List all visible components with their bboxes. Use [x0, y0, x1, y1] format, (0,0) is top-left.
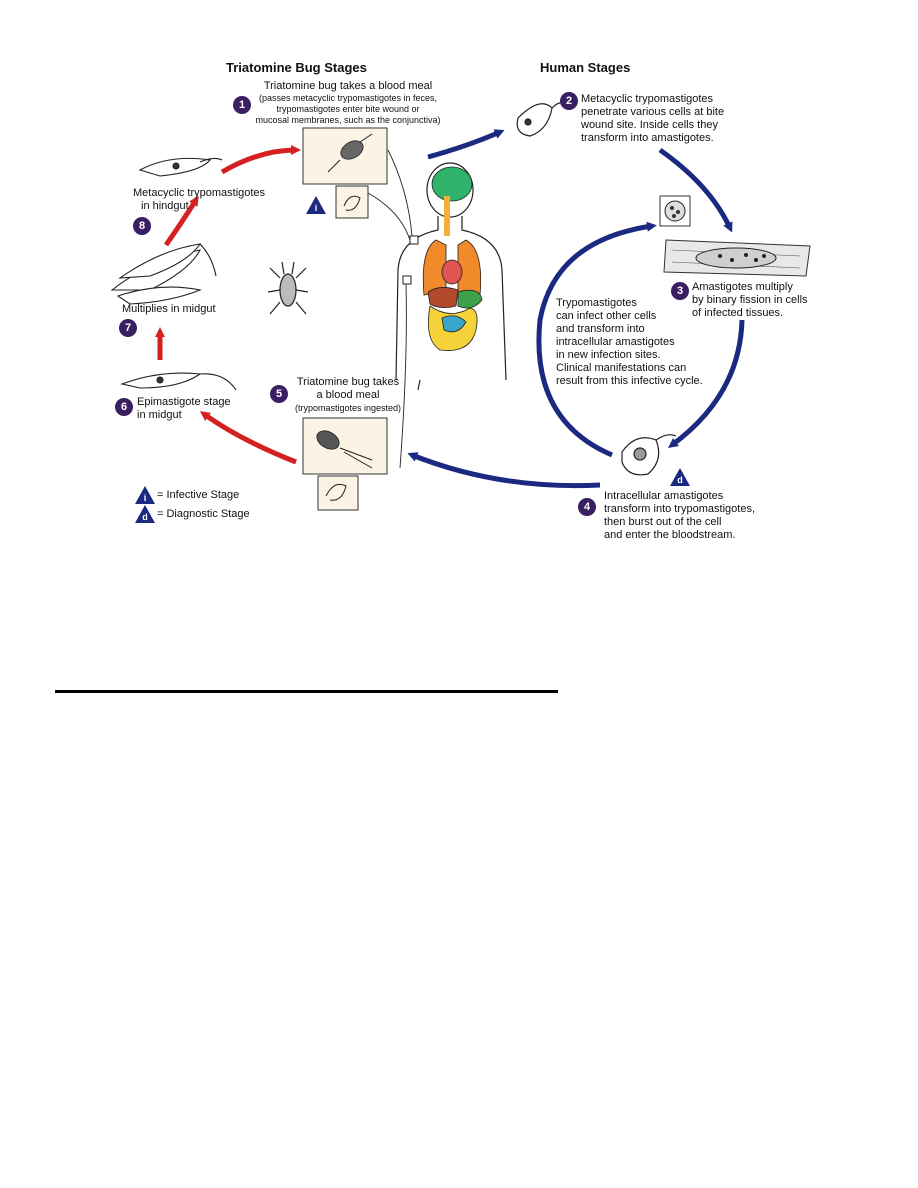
step-2-line-4: transform into amastigotes. [581, 132, 714, 144]
step-badge-2: 2 [560, 92, 578, 110]
marker-letter-i: i [315, 203, 318, 213]
bite-panel-1 [302, 127, 388, 219]
reinfection-note-line-1: Trypomastigotes [556, 297, 637, 309]
step-4-line-3: then burst out of the cell [604, 516, 722, 528]
legend-letter-i: i [144, 493, 147, 503]
step-badge-8: 8 [133, 217, 151, 235]
reinfection-note-line-4: intracellular amastigotes [556, 336, 675, 348]
diagram-artwork: i d [110, 102, 811, 511]
step-5-line-1: Triatomine bug takes [296, 376, 400, 388]
connector-lines [365, 149, 413, 469]
horizontal-rule [55, 690, 558, 693]
legend-diagnostic-text: = Diagnostic Stage [157, 508, 250, 520]
step-6-line-1: Epimastigote stage [137, 396, 231, 408]
multiplying-parasites-midgut [110, 243, 217, 305]
arrow-8-to-1 [220, 145, 301, 175]
step-4-line-1: Intracellular amastigotes [604, 490, 724, 502]
arrow-1-to-2 [427, 129, 505, 160]
legend-diagnostic-icon: d [135, 505, 155, 523]
step-6-line-2: in midgut [137, 409, 182, 421]
legend-infective-icon: i [135, 486, 155, 504]
step-7-text: Multiplies in midgut [122, 303, 216, 315]
step-1-subtext-a: (passes metacyclic trypomastigotes in fe… [258, 93, 438, 103]
step-3-line-3: of infected tissues. [692, 307, 784, 319]
bite-panel-5 [302, 417, 388, 511]
metacyclic-trypomastigote-hindgut [138, 157, 223, 177]
step-5-line-2: a blood meal [316, 389, 380, 401]
step-2-line-3: wound site. Inside cells they [581, 119, 718, 131]
arrow-reinfection [536, 221, 657, 458]
reinfection-note-line-5: in new infection sites. [556, 349, 661, 361]
step-badge-4: 4 [578, 498, 596, 516]
step-2-line-1: Metacyclic trypomastigotes [581, 93, 714, 105]
step-5-subtext: (trypomastigotes ingested) [294, 403, 402, 413]
arrow-3-to-4 [667, 319, 745, 448]
diagnostic-stage-marker: d [670, 468, 690, 486]
step-badge-5: 5 [270, 385, 288, 403]
step-badge-3: 3 [671, 282, 689, 300]
step-3-line-1: Amastigotes multiply [692, 281, 793, 293]
step-2-line-2: penetrate various cells at bite [581, 106, 725, 118]
step-badge-6: 6 [115, 398, 133, 416]
bug-stages-header: Triatomine Bug Stages [226, 60, 367, 75]
marker-letter-d: d [677, 475, 683, 485]
triatomine-bug-icon [267, 261, 309, 315]
human-organs [402, 166, 483, 351]
step-3-line-2: by binary fission in cells [692, 294, 808, 306]
legend-infective-text: = Infective Stage [157, 489, 240, 501]
legend-letter-d: d [142, 512, 148, 522]
reinfection-note-line-2: can infect other cells [556, 310, 657, 322]
infected-tissue [659, 195, 811, 277]
reinfection-note-line-3: and transform into [556, 323, 645, 335]
step-8-line-2: in hindgut [141, 200, 189, 212]
step-badge-7: 7 [119, 319, 137, 337]
arrow-7-to-8 [163, 195, 199, 247]
step-1-subtext-b: trypomastigotes enter bite wound or [276, 104, 420, 114]
reinfection-note-line-7: result from this infective cycle. [556, 375, 703, 387]
trypomastigote-cell-2 [516, 102, 567, 137]
arrow-2-to-3 [658, 147, 733, 233]
human-stages-header: Human Stages [540, 60, 631, 75]
arrow-5-to-6 [199, 411, 297, 465]
step-1-subtext-c: mucosal membranes, such as the conjuncti… [255, 115, 441, 125]
infective-stage-marker: i [306, 196, 326, 214]
step-4-line-2: transform into trypomastigotes, [604, 503, 756, 515]
step-8-line-1: Metacyclic trypomastigotes [133, 187, 266, 199]
chagas-life-cycle-diagram: i d Triatomine Bug Stages Human Stages 1… [0, 0, 918, 560]
step-1-text: Triatomine bug takes a blood meal [263, 80, 433, 92]
bursting-cell-4 [621, 434, 677, 476]
epimastigote-midgut [120, 372, 237, 391]
step-badge-1: 1 [233, 96, 251, 114]
arrow-4-to-5 [407, 452, 601, 489]
reinfection-note-line-6: Clinical manifestations can [556, 362, 687, 374]
step-4-line-4: and enter the bloodstream. [604, 529, 736, 541]
